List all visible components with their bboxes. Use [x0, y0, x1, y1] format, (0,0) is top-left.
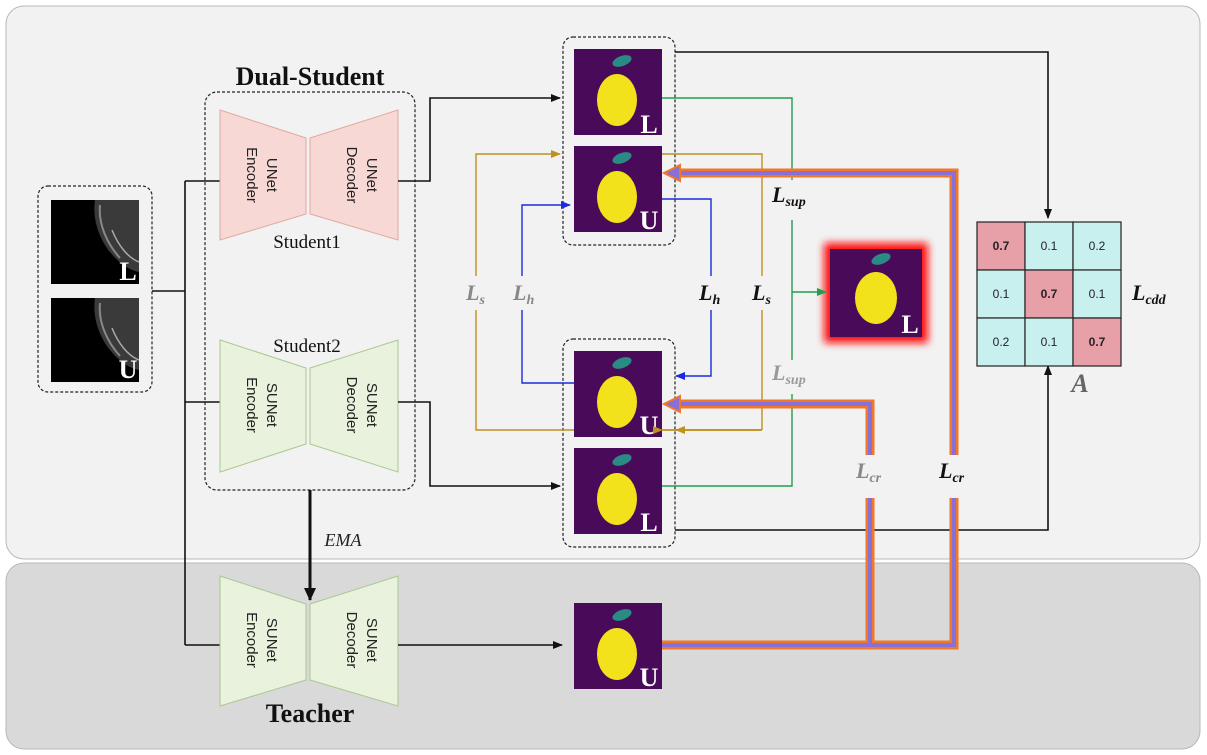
loss-ls-right: Ls	[751, 280, 771, 308]
pred-s2-labeled	[574, 448, 662, 534]
lsup-bottom-bg	[766, 360, 826, 394]
teacher-decoder-line2: Decoder	[343, 612, 360, 669]
loss-ls-left: Ls	[465, 280, 485, 308]
matrix-cell-2-0: 0.2	[993, 335, 1010, 349]
matrix-cell-1-2: 0.1	[1089, 287, 1106, 301]
matrix-cell-0-2: 0.2	[1089, 239, 1106, 253]
ground-truth-label: L	[901, 310, 918, 339]
loss-lcr-black: Lcr	[938, 458, 965, 486]
student1-predictions-group	[562, 36, 676, 246]
input-connectors	[152, 180, 220, 646]
matrix-a	[976, 221, 1122, 367]
loss-lh-left: Lh	[512, 280, 534, 308]
pred-s2-unlabeled	[574, 351, 662, 437]
input-group	[37, 185, 153, 393]
loss-lsup-bottom: Lsup	[771, 360, 806, 388]
lcr-gray-bg	[848, 455, 896, 491]
lh-right-bg	[688, 276, 734, 310]
student2-name: Student2	[273, 336, 341, 357]
student1-encoder-line2: Encoder	[243, 147, 260, 203]
teacher-encoder-line2: Encoder	[243, 612, 260, 668]
input-label-u: U	[119, 355, 138, 384]
ls-left-bg	[452, 276, 500, 310]
matrix-cell-0-0: 0.7	[993, 239, 1010, 253]
lcr-arrowhead-bottom	[661, 394, 681, 414]
lcr-arrowhead-top	[661, 163, 681, 183]
student1-output-arrow	[398, 94, 561, 182]
matrix-cell-2-2: 0.7	[1089, 335, 1106, 349]
student1-encoder-line1: UNet	[263, 158, 280, 193]
student2-network	[219, 339, 399, 473]
teacher-encoder-line1: SUNet	[263, 618, 280, 663]
student2-decoder-line1: SUNet	[363, 383, 380, 428]
input-label-l: L	[119, 257, 136, 286]
student2-encoder-line1: SUNet	[263, 383, 280, 428]
matrix-cell-0-1: 0.1	[1041, 239, 1058, 253]
matrix-cell-1-0: 0.1	[993, 287, 1010, 301]
student2-output-arrow	[398, 401, 561, 490]
pred-s2-labeled-label: L	[640, 508, 657, 537]
student1-decoder-line2: Decoder	[343, 147, 360, 204]
loss-lcr-gray: Lcr	[855, 458, 882, 486]
pred-s1-unlabeled-label: U	[640, 206, 659, 235]
student-panel-title: Dual-Student	[236, 62, 385, 91]
ls-right-bg	[740, 276, 784, 310]
loss-lh-right: Lh	[698, 280, 720, 308]
student2-decoder-line2: Decoder	[343, 377, 360, 434]
ema-label: EMA	[324, 530, 363, 550]
student2-encoder-line2: Encoder	[243, 377, 260, 433]
lsup-top-bg	[766, 180, 826, 220]
teacher-network	[219, 575, 399, 707]
ground-truth-tile	[830, 249, 922, 337]
student1-name: Student1	[273, 232, 341, 253]
teacher-decoder-line1: SUNet	[363, 618, 380, 663]
student1-decoder-line1: UNet	[363, 158, 380, 193]
loss-lcdd: Lcdd	[1131, 280, 1167, 308]
matrix-top-arrow	[675, 51, 1052, 219]
matrix-bottom-arrow	[675, 365, 1052, 531]
pred-s2-unlabeled-label: U	[640, 411, 659, 440]
matrix-label: A	[1069, 369, 1088, 398]
input-image-labeled	[51, 200, 140, 284]
pred-s1-labeled-label: L	[640, 110, 657, 139]
teacher-panel-title: Teacher	[266, 699, 355, 728]
matrix-cell-2-1: 0.1	[1041, 335, 1058, 349]
lsup-paths	[662, 97, 827, 487]
pred-s1-unlabeled	[574, 146, 662, 232]
student1-network	[219, 109, 399, 241]
matrix-cell-1-1: 0.7	[1041, 287, 1058, 301]
lcr-black-bg	[930, 455, 980, 491]
pred-teacher-label: U	[640, 663, 659, 692]
lh-left-bg	[500, 276, 546, 310]
input-image-unlabeled	[51, 298, 140, 382]
pred-teacher	[574, 603, 662, 689]
loss-lsup-top: Lsup	[771, 182, 806, 210]
student2-predictions-group	[562, 338, 676, 548]
pred-s1-labeled	[574, 49, 662, 135]
lcr-paths-inner	[662, 171, 956, 647]
